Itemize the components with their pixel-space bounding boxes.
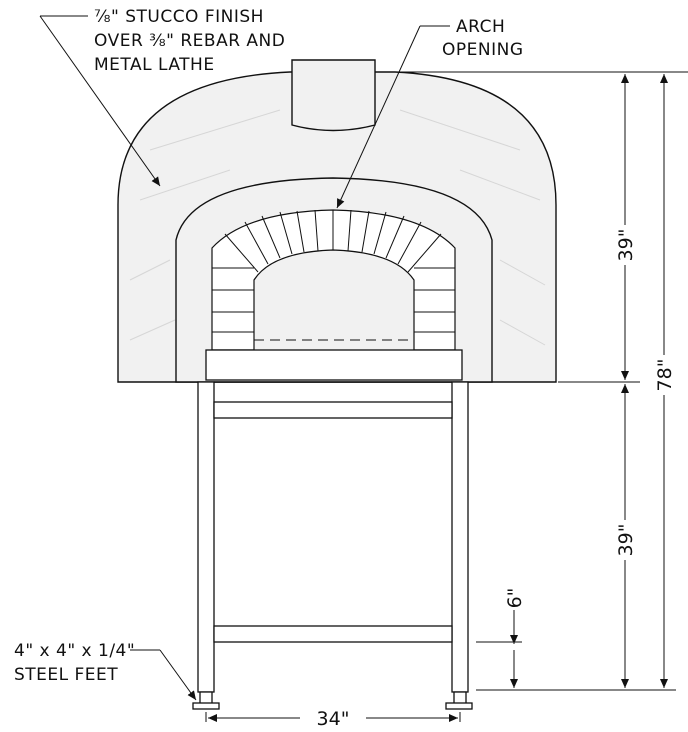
brick-joints (212, 209, 455, 333)
stucco-leader (39, 15, 161, 187)
feet-label-line1: 4" x 4" x 1/4" (14, 641, 135, 661)
dim-stand-label: 39" (615, 524, 637, 557)
dim-width (205, 712, 461, 722)
feet-label-line2: STEEL FEET (14, 665, 118, 685)
stucco-label-line1: ⅞" STUCCO FINISH (94, 7, 264, 27)
dim-width-label: 34" (317, 708, 350, 730)
dim-total-label: 78" (654, 359, 676, 392)
steel-feet (192, 691, 473, 710)
dim-dome-label: 39" (615, 229, 637, 262)
brick-arch (211, 209, 456, 351)
steel-stand (197, 381, 469, 693)
dim-gap (476, 610, 522, 688)
arch-label-line2: OPENING (442, 40, 524, 60)
arch-label-line1: ARCH (456, 17, 505, 37)
landing-shelf (205, 349, 463, 381)
arch-leader (336, 25, 450, 209)
feet-leader (130, 649, 197, 701)
stucco-texture (129, 109, 546, 346)
chimney-flue (291, 59, 376, 132)
dim-gap-label: 6" (504, 588, 526, 609)
dim-total (476, 74, 676, 691)
dim-dome (400, 71, 688, 383)
stucco-label-line2: OVER ⅜" REBAR AND (94, 31, 285, 51)
stucco-label-line3: METAL LATHE (94, 55, 215, 75)
